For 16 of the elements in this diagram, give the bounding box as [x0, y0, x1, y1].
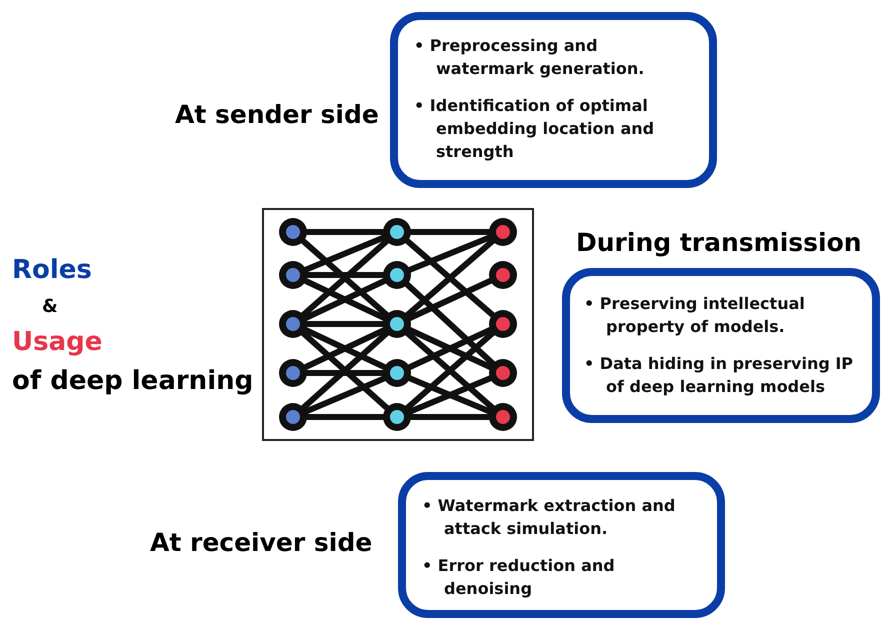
bullet-box [398, 472, 725, 618]
bullet-text: • Identification of optimal embedding location and strength [414, 95, 656, 163]
bullet-text: • Preprocessing and watermark generation. [414, 35, 646, 80]
title-text: Usage [12, 327, 102, 357]
bullet-text: • Preserving intellectual property of models. [584, 293, 806, 338]
bullet-text: • Data hiding in preserving IP of deep learning models [584, 353, 854, 398]
title-text: Roles [12, 255, 92, 285]
bullet-box [390, 12, 717, 188]
bullet-text: • Error reduction and denoising [422, 555, 616, 600]
section-heading: During transmission [576, 228, 862, 257]
section-heading: At sender side [175, 100, 379, 129]
section-heading: At receiver side [150, 528, 372, 557]
title-text: of deep learning [12, 366, 254, 396]
bullet-text: • Watermark extraction and attack simulation. [422, 495, 676, 540]
ampersand: & [42, 296, 58, 317]
bullet-box [562, 268, 880, 423]
